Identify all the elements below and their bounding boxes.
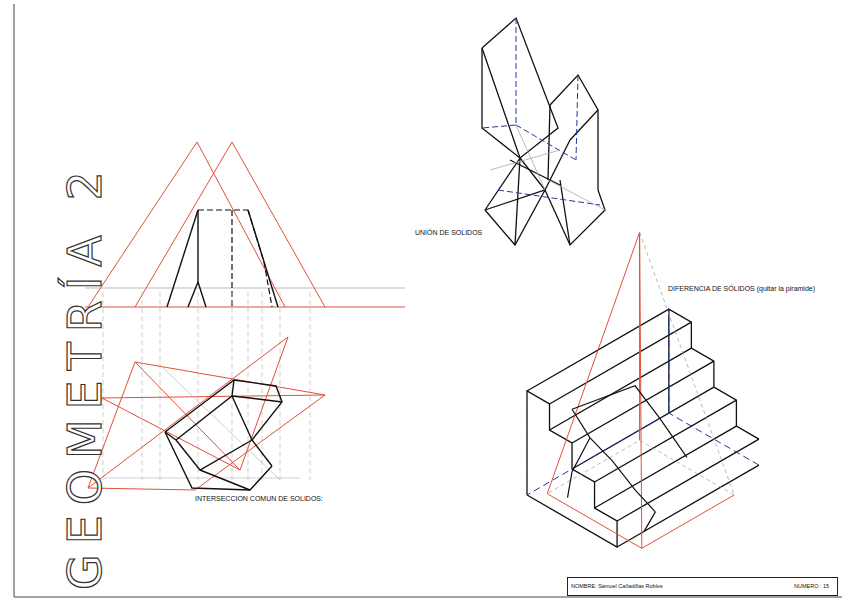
union-construction	[490, 150, 560, 170]
prism-elevation	[197, 210, 198, 282]
prism-plan	[165, 432, 176, 440]
union-hidden-edge	[516, 18, 517, 125]
prism-plan	[176, 440, 252, 470]
projection-line	[280, 292, 281, 480]
union-hidden-edge	[516, 125, 576, 160]
prism-plan	[165, 380, 282, 490]
stairs-solid	[595, 400, 737, 482]
view-label: UNIÓN DE SOLIDOS	[415, 229, 482, 236]
union-hidden-edge	[576, 75, 578, 160]
prism-plan	[232, 380, 234, 396]
prism-hidden-edge	[248, 210, 272, 307]
pyramid-removed	[547, 232, 734, 548]
cut-edge	[572, 409, 655, 512]
union-construction	[516, 125, 545, 190]
cut-edge	[644, 512, 655, 532]
sheet-frame	[14, 4, 842, 597]
prism-hidden-edge	[198, 210, 272, 307]
pyramid-plan	[88, 337, 288, 488]
projection-line	[142, 292, 143, 480]
title-block-text: NUMERO : 15	[794, 584, 829, 590]
pyramid-hidden	[547, 232, 734, 495]
projection-line	[198, 292, 199, 480]
ground-line	[85, 307, 405, 308]
prism-plan	[200, 470, 250, 490]
union-hidden-edge	[482, 125, 516, 128]
union-hidden-edge	[498, 190, 600, 205]
stairs-solid	[669, 309, 759, 439]
projection-line	[160, 292, 161, 480]
prism-plan	[165, 380, 282, 466]
cut-edge	[568, 438, 591, 498]
pyramid-removed	[547, 494, 734, 549]
view-label: DIFERENCIA DE SÓLIDOS (quitar la piramid…	[668, 285, 815, 292]
construction-line	[104, 478, 300, 479]
union-solid	[485, 158, 520, 210]
stairs-solid	[617, 465, 759, 547]
union-solid	[510, 160, 560, 185]
union-solid	[482, 48, 520, 158]
pyramid-plan	[88, 362, 325, 490]
projection-line	[310, 292, 311, 480]
sheet-frame	[14, 4, 842, 597]
union-construction	[548, 180, 605, 210]
stairs-solid	[617, 439, 759, 521]
projection-line	[103, 292, 310, 480]
pyramid-elevation	[88, 142, 325, 307]
prism-elevation	[167, 210, 198, 307]
ground-line	[85, 307, 405, 308]
union-solid	[515, 158, 520, 245]
union-solid	[482, 18, 605, 245]
pyramid-removed	[639, 232, 640, 440]
pyramid-hidden	[640, 232, 735, 495]
stairs-solid	[595, 426, 737, 508]
prism-elevation	[167, 210, 278, 307]
sheet-title: GEOMETRÍA 2	[62, 161, 108, 590]
ground-line	[85, 288, 405, 289]
pyramid-hidden	[547, 440, 734, 495]
title-block-text: NOMBRE: Samuel Cañadillas Robles	[571, 584, 663, 590]
title-block: NOMBRE: Samuel Cañadillas Robles NUMERO :…	[567, 577, 838, 596]
stairs-solid	[550, 348, 692, 430]
union-solid	[560, 180, 570, 245]
stairs-solid	[527, 309, 759, 547]
union-solid	[520, 140, 570, 190]
prism-elevation	[248, 210, 278, 307]
pyramid-removed	[547, 232, 639, 493]
union-solid	[550, 75, 598, 190]
union-solid	[482, 18, 558, 158]
cut-edge	[568, 386, 687, 532]
construction-line	[104, 365, 300, 480]
union-solid	[570, 110, 598, 140]
stairs-solid	[572, 361, 714, 443]
pyramid-removed	[640, 232, 642, 548]
view-label: INTERSECCION COMUN DE SOLIDOS:	[195, 495, 323, 502]
stairs-hidden-edge	[668, 309, 669, 413]
union-solid	[548, 105, 550, 180]
prism-elevation	[198, 282, 206, 307]
stairs-hidden-edge	[527, 309, 759, 495]
prism-plan	[232, 396, 252, 440]
prism-plan	[165, 432, 272, 490]
union-construction	[490, 125, 605, 210]
union-hidden-edge	[482, 18, 600, 205]
pyramid-elevation	[88, 142, 285, 307]
prism-plan	[176, 396, 282, 440]
prism-elevation	[188, 282, 198, 307]
pyramid-plan	[88, 337, 325, 490]
pyramid-elevation	[135, 142, 325, 307]
prism-hidden-edge	[198, 209, 248, 210]
cut-edge	[572, 386, 687, 458]
ground-line	[85, 288, 405, 289]
